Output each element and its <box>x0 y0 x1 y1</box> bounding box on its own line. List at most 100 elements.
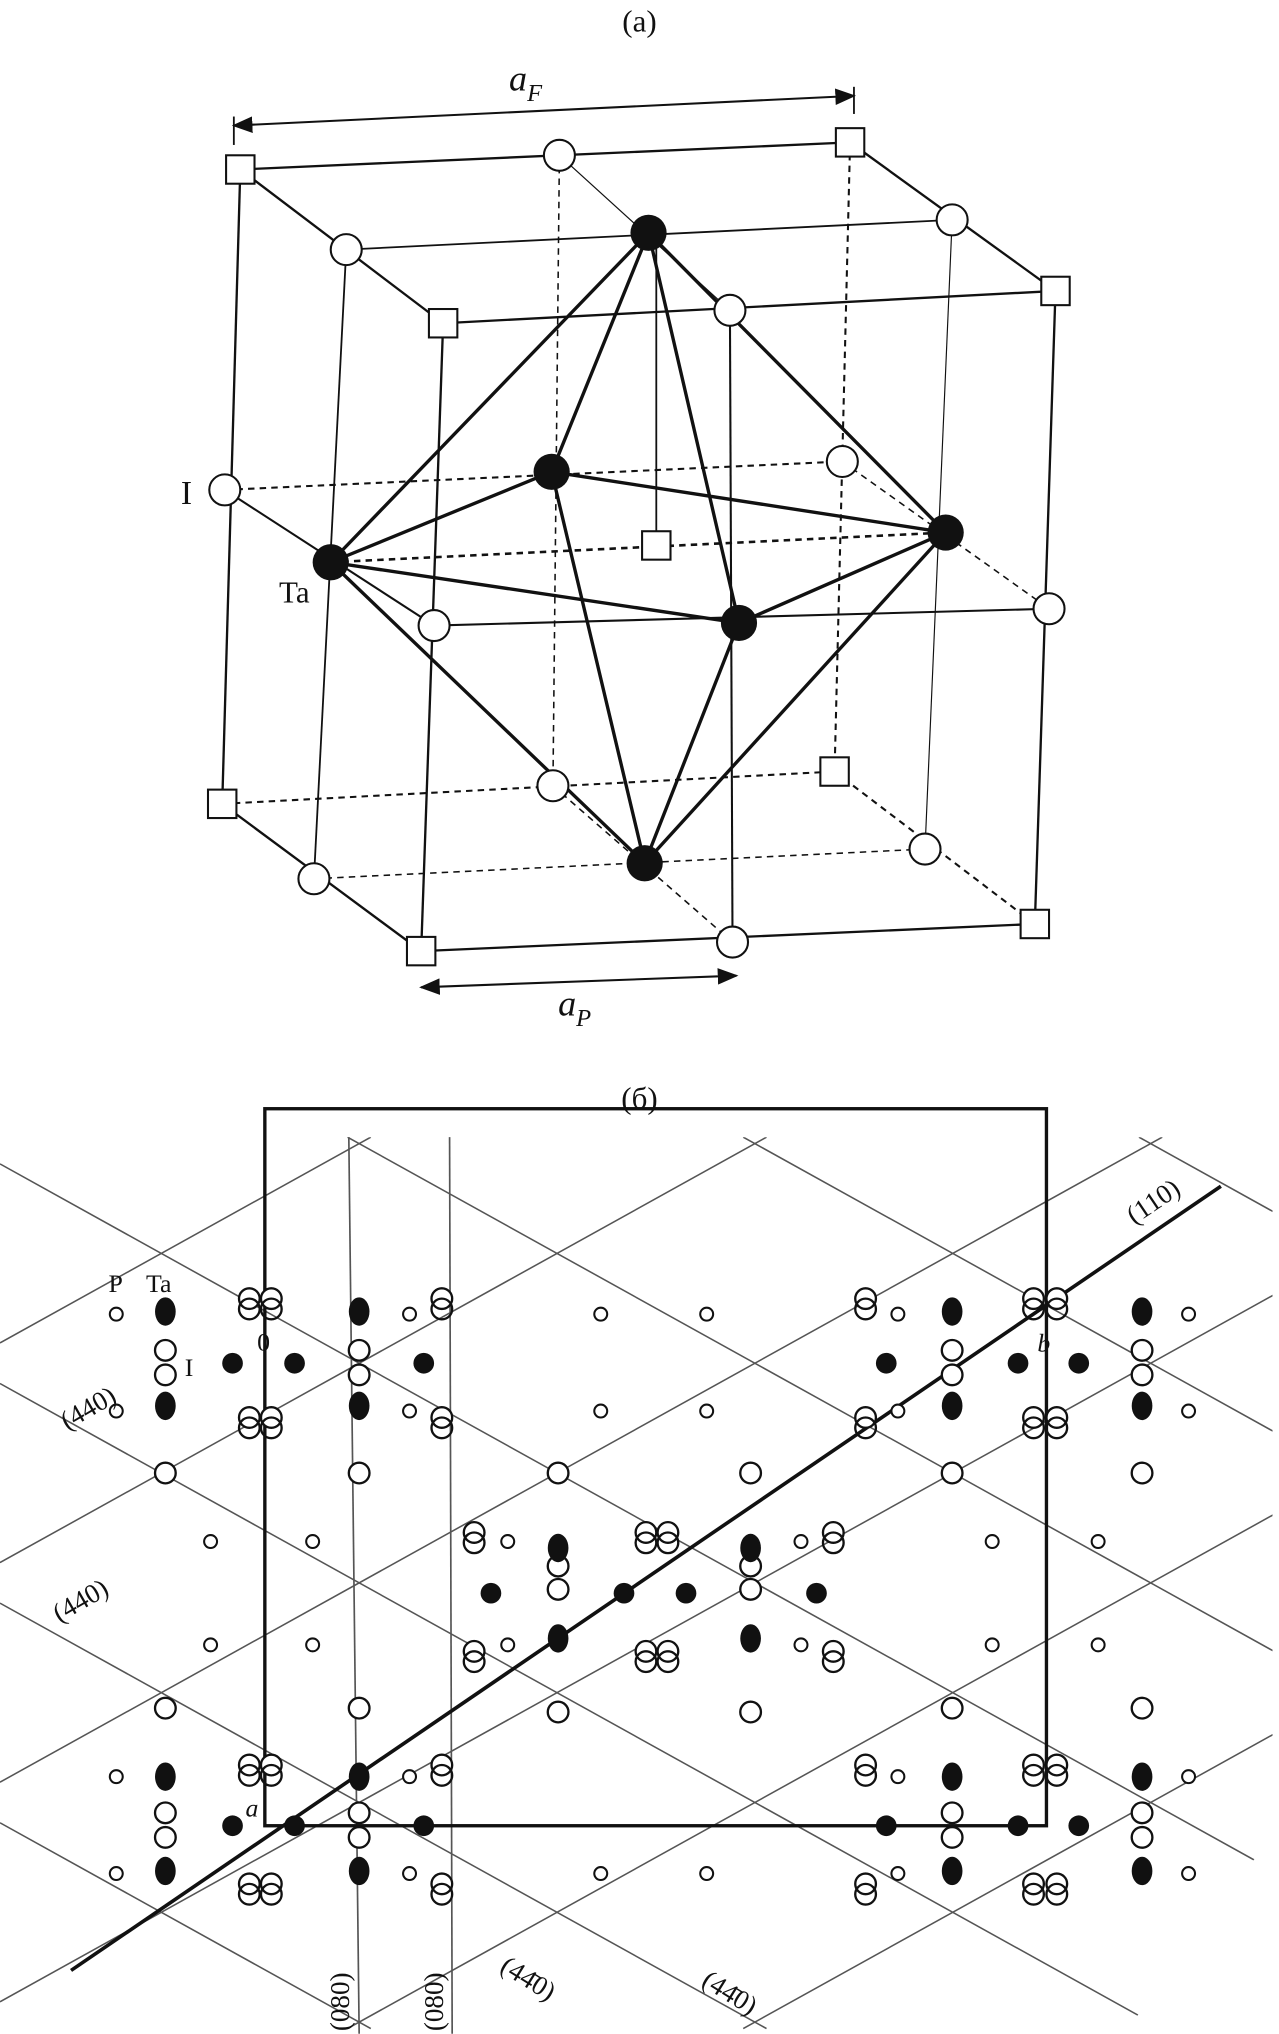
a-p-label: aP <box>558 984 591 1032</box>
iodine-atom <box>347 1461 371 1485</box>
iodine-atom-pair <box>656 1650 680 1674</box>
tantalum-atom-pair <box>941 1391 963 1421</box>
iodine-atom-pair <box>1022 1763 1046 1787</box>
iodine-atom-pair <box>462 1650 486 1674</box>
tantalum-atom <box>720 604 758 642</box>
panel-b-caption: (б) <box>621 1081 657 1116</box>
legend-ta-label: Ta <box>146 1269 172 1298</box>
plane-440-label: (440) <box>47 1573 113 1628</box>
cube-edge-hidden <box>833 770 1036 925</box>
tantalum-atom-pair <box>1131 1297 1153 1326</box>
iodine-atom <box>297 862 331 896</box>
iodine-atom-pair <box>854 1763 878 1787</box>
iodine-atom-pair <box>237 1297 261 1321</box>
edge-line <box>841 460 1050 610</box>
iodine-atom <box>546 1577 570 1601</box>
plane-440-line <box>1138 1137 1273 1215</box>
iodine-atom <box>908 832 942 866</box>
p-atom <box>402 1403 418 1419</box>
iodine-atom <box>536 769 570 803</box>
iodine-atom <box>153 1825 177 1849</box>
p-atom <box>500 1534 516 1550</box>
p-atom-square <box>1019 908 1051 940</box>
tantalum-atom <box>613 1582 635 1604</box>
p-atom <box>890 1866 906 1882</box>
iodine-atom <box>329 233 363 267</box>
iodine-atom <box>153 1696 177 1720</box>
octahedron-edge <box>646 232 741 624</box>
iodine-atom <box>825 444 859 479</box>
ta6-octahedron <box>329 231 947 865</box>
panel-a: (a) aF aP I Ta <box>181 3 1071 1032</box>
edge-line <box>224 460 843 491</box>
plane-440-line <box>0 1822 372 2030</box>
p-atom <box>890 1769 906 1785</box>
legend-i-label: I <box>185 1353 194 1382</box>
tantalum-atom <box>875 1815 897 1837</box>
iodine-atom <box>1130 1338 1154 1362</box>
tantalum-atom-pair <box>155 1856 176 1886</box>
iodine-atom <box>1130 1696 1154 1720</box>
p-atom-square <box>641 530 672 561</box>
axis-b-label: b <box>1037 1329 1050 1358</box>
p-atom-square <box>819 756 850 787</box>
cell-atoms <box>206 127 1071 967</box>
plane-4-40-label: (44̄0) <box>697 1964 763 2021</box>
a-f-dimension-arrow <box>231 88 857 133</box>
axis-a-label: a <box>245 1794 258 1823</box>
tantalum-atom <box>927 514 964 551</box>
iodine-atom <box>935 203 969 237</box>
iodine-atom-pair <box>1045 1882 1069 1906</box>
tantalum-atom-pair <box>547 1533 569 1563</box>
iodine-atom <box>739 1461 763 1485</box>
p-atom <box>593 1866 609 1882</box>
iodine-atom-pair <box>259 1297 283 1321</box>
tantalum-atom-pair <box>348 1391 370 1421</box>
iodine-atom <box>347 1696 371 1720</box>
panel-b: (б) P Ta I 0 a b (110) (440) (440) (44̄0… <box>0 1081 1273 2034</box>
p-atom <box>108 1866 124 1882</box>
p-atom <box>108 1306 124 1322</box>
tantalum-atom-pair <box>155 1762 176 1791</box>
iodine-atom <box>347 1338 371 1362</box>
iodine-atom <box>940 1696 964 1720</box>
tantalum-atom-pair <box>348 1297 370 1326</box>
legend-p-label: P <box>109 1269 123 1298</box>
iodine-atom <box>940 1363 964 1387</box>
plane-4-40-line <box>0 1137 372 1344</box>
tantalum-atom <box>806 1582 827 1604</box>
plane-440-line <box>0 1163 1273 1873</box>
p-atom <box>108 1769 124 1785</box>
plane-110-label: (110) <box>1121 1173 1186 1230</box>
plane-440-label: (440) <box>55 1380 121 1435</box>
p-atom <box>402 1769 418 1785</box>
octahedron-edge <box>330 560 740 625</box>
iodine-atom <box>153 1338 177 1362</box>
tantalum-atom-pair <box>740 1533 761 1563</box>
octahedron-edge <box>329 231 650 564</box>
projected-atoms <box>108 1287 1197 1906</box>
octahedron-edge <box>643 622 741 864</box>
tantalum-atom <box>875 1352 897 1374</box>
cube-edge <box>443 289 1056 325</box>
p-atom <box>793 1637 809 1653</box>
iodine-atom-pair <box>634 1650 658 1674</box>
plane-4-40-line <box>742 1731 1273 2030</box>
plane-4-40-line <box>347 1512 1273 2030</box>
p-atom <box>699 1866 715 1882</box>
p-atom <box>593 1306 609 1322</box>
plane-440-line <box>347 1137 1273 1654</box>
iodine-atom-pair <box>259 1882 283 1906</box>
iodine-atom-pair <box>1022 1882 1046 1906</box>
iodine-atom-pair <box>1045 1763 1069 1787</box>
p-atom <box>1181 1403 1197 1419</box>
tantalum-atom <box>222 1352 243 1374</box>
tantalum-atom <box>284 1352 305 1374</box>
tantalum-atom <box>1007 1815 1029 1837</box>
plane-4-40-line <box>1138 1951 1273 2030</box>
iodine-atom-pair <box>430 1416 454 1440</box>
tantalum-atom <box>1068 1352 1090 1374</box>
iodine-atom <box>713 293 747 327</box>
iodine-atom <box>940 1825 964 1849</box>
p-atom <box>793 1534 809 1550</box>
